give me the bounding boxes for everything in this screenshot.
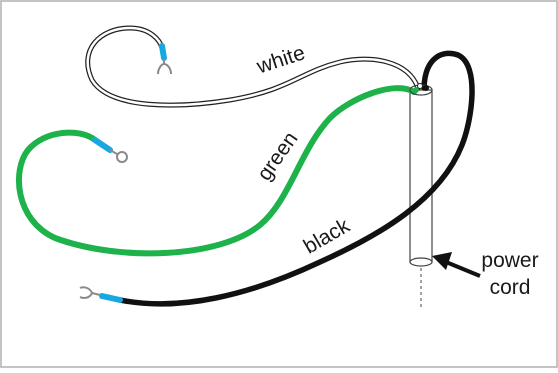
white-wire-fill — [86, 26, 420, 107]
white-wire-insulation-tip — [159, 43, 167, 61]
arrow-shaft — [445, 260, 481, 278]
green-wire — [15, 85, 417, 257]
power-cord-top — [409, 83, 433, 96]
black-wire — [79, 50, 475, 307]
black-conductor-end — [423, 85, 429, 91]
white-conductor-end — [417, 83, 423, 89]
label-power: power — [481, 249, 538, 272]
green-conductor-end — [413, 87, 419, 93]
power-cord-arrow — [432, 252, 481, 278]
black-terminal-spade-terminal-icon — [79, 286, 101, 299]
white-terminal-spade-terminal-icon — [157, 59, 172, 75]
green-wire-insulation-tip — [92, 137, 113, 153]
arrow-head — [432, 252, 452, 270]
black-wire-path — [117, 50, 475, 307]
green-terminal-ring-terminal-icon — [109, 149, 128, 163]
power-cord-bottom-edge — [409, 257, 433, 267]
power-cord — [409, 89, 433, 310]
white-wire — [85, 25, 421, 108]
power-cord-jacket — [409, 89, 433, 263]
label-cord: cord — [490, 276, 531, 299]
black-wire-insulation-tip — [99, 293, 123, 303]
green-wire-path — [15, 85, 417, 257]
